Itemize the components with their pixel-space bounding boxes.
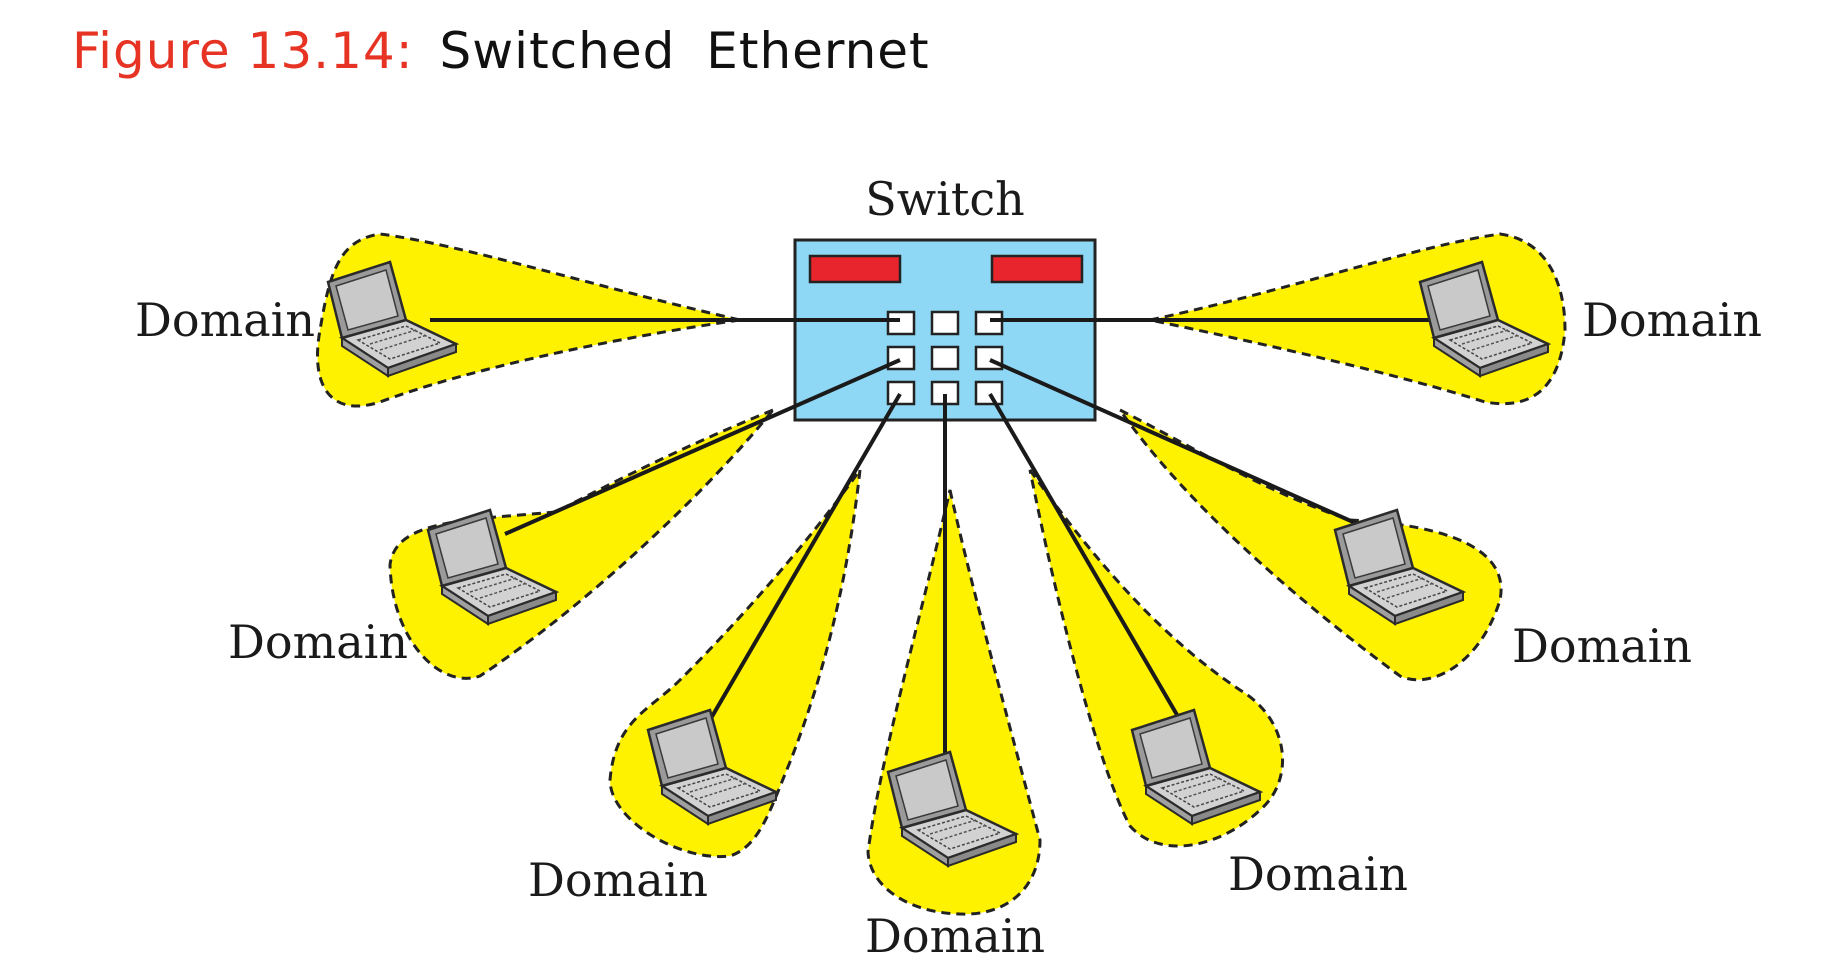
figure-number: Figure 13.14: [72,22,414,80]
switch-label: Switch [865,172,1024,226]
figure-name: Switched Ethernet [439,22,930,80]
switch-port [886,380,916,406]
cable-bottom-left [708,392,902,722]
switch-indicator-right [990,254,1084,284]
domain-label-top-right: Domain [1582,293,1762,347]
domain-label-bottom-right: Domain [1228,847,1408,901]
cable-bottom-right [988,392,1182,722]
domain-region-bottom-right [1028,469,1284,848]
switch-port [886,310,916,336]
switch-port [974,380,1004,406]
cable-mid-left [504,358,901,536]
domain-label-mid-left: Domain [228,615,408,669]
switch-indicator-left [808,254,902,284]
domain-label-bottom-center: Domain [865,909,1045,963]
domain-region-mid-right [1118,408,1503,682]
figure-title: Figure 13.14: Switched Ethernet [72,22,930,80]
domain-label-bottom-left: Domain [528,853,708,907]
domain-label-top-left: Domain [135,293,315,347]
cable-mid-right [989,358,1381,536]
switch-port [930,310,960,336]
switch-port [930,345,960,371]
domain-label-mid-right: Domain [1512,619,1692,673]
switch-port [974,310,1004,336]
